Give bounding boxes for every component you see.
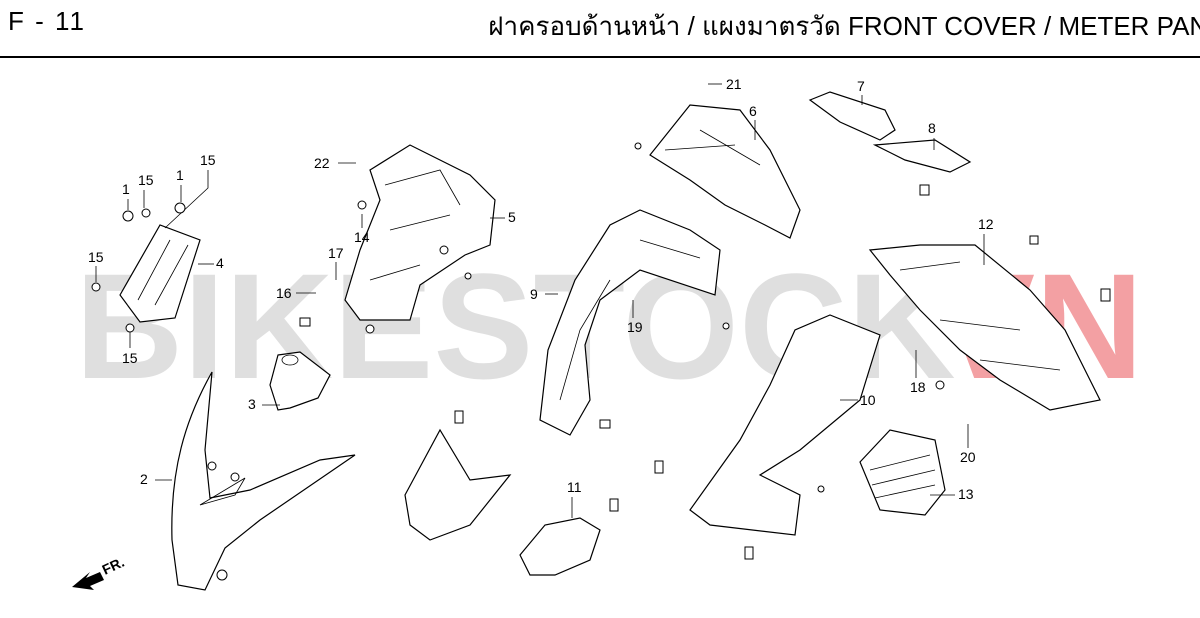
callout-22: 22 xyxy=(314,155,330,171)
callout-16: 16 xyxy=(276,285,292,301)
part-7-trim xyxy=(808,91,896,141)
part-13-grille xyxy=(859,429,946,516)
callout-19: 19 xyxy=(627,319,643,335)
callout-3: 3 xyxy=(248,396,256,412)
callout-10: 10 xyxy=(860,392,876,408)
callout-14: 14 xyxy=(354,229,370,245)
callout-20: 20 xyxy=(960,449,976,465)
callout-17: 17 xyxy=(328,245,344,261)
part-6-upper-cover xyxy=(649,104,801,239)
callout-15: 15 xyxy=(200,152,216,168)
part-11-lower-bracket xyxy=(404,428,601,576)
callout-4: 4 xyxy=(216,255,224,271)
callout-labels: 1 15 1 15 15 4 15 2 3 5 6 7 8 9 10 11 12… xyxy=(88,76,994,502)
callout-9: 9 xyxy=(530,286,538,302)
callout-11: 11 xyxy=(567,479,582,495)
callout-1: 1 xyxy=(122,181,130,197)
part-2-front-cover xyxy=(171,371,356,591)
direction-arrow: FR. xyxy=(72,554,127,590)
callout-15: 15 xyxy=(138,172,154,188)
leader-lines xyxy=(95,83,985,518)
part-4-side-cover xyxy=(119,224,201,323)
callout-13: 13 xyxy=(958,486,974,502)
callout-15: 15 xyxy=(122,350,138,366)
figure-number: F - 11 xyxy=(8,6,86,36)
callout-5: 5 xyxy=(508,209,516,225)
callout-15: 15 xyxy=(88,249,104,265)
figure-title: ฝาครอบด้านหน้า / แผงมาตรวัด FRONT COVER … xyxy=(488,11,1200,41)
callout-18: 18 xyxy=(910,379,926,395)
callout-8: 8 xyxy=(928,120,936,136)
part-12-side-cover xyxy=(868,244,1101,411)
parts-diagram: BIKESTOCK VN xyxy=(72,76,1143,591)
page-header: F - 11 ฝาครอบด้านหน้า / แผงมาตรวัด FRONT… xyxy=(0,0,1200,58)
callout-2: 2 xyxy=(140,471,148,487)
part-10-center-cover xyxy=(689,314,881,536)
callout-12: 12 xyxy=(978,216,994,232)
callout-1: 1 xyxy=(176,167,184,183)
part-9-meter-panel xyxy=(539,209,721,436)
callout-6: 6 xyxy=(749,103,757,119)
callout-7: 7 xyxy=(857,78,865,94)
fastener-markers xyxy=(91,142,1111,581)
direction-label: FR. xyxy=(100,554,127,578)
part-3-bracket xyxy=(269,351,331,411)
part-8-trim xyxy=(872,139,972,173)
part-5-inner-panel xyxy=(344,144,496,321)
callout-21: 21 xyxy=(726,76,742,92)
